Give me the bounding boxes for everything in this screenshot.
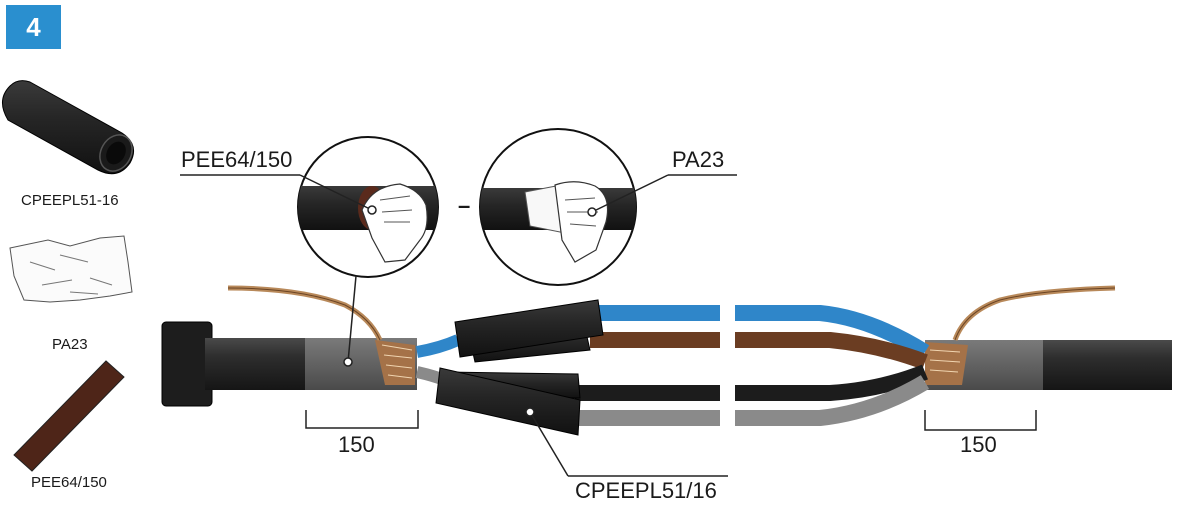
step-number-badge: 4 xyxy=(6,5,61,49)
legend-label-cloth: PA23 xyxy=(52,336,88,353)
left-shield-braid xyxy=(227,285,415,385)
cable-assembly xyxy=(161,285,1172,436)
cloth-wipe-detail-circle xyxy=(479,128,637,286)
right-dimension-bracket xyxy=(924,410,1037,431)
legend-label-tape: PEE64/150 xyxy=(31,474,107,491)
callout-sleeve-label: CPEEPL51/16 xyxy=(575,478,717,503)
legend-label-sleeve: CPEEPL51-16 xyxy=(21,192,119,209)
detail-separator: – xyxy=(458,193,471,218)
callout-tape-label: PEE64/150 xyxy=(181,147,293,172)
leader-lines xyxy=(180,174,737,477)
tape-wrap-detail-circle xyxy=(297,136,439,278)
left-dimension-bracket xyxy=(305,410,419,429)
dimension-right-label: 150 xyxy=(960,432,997,457)
dimension-left-label: 150 xyxy=(338,432,375,457)
cloth-wipe-icon xyxy=(9,235,133,303)
sleeve-lower-front xyxy=(435,367,581,436)
brown-tape-strip-icon xyxy=(13,360,125,472)
right-shield-braid xyxy=(925,285,1116,385)
black-sleeve-tube-icon xyxy=(2,80,135,175)
callout-cloth-label: PA23 xyxy=(672,147,725,172)
sleeve-upper-front xyxy=(454,299,604,358)
